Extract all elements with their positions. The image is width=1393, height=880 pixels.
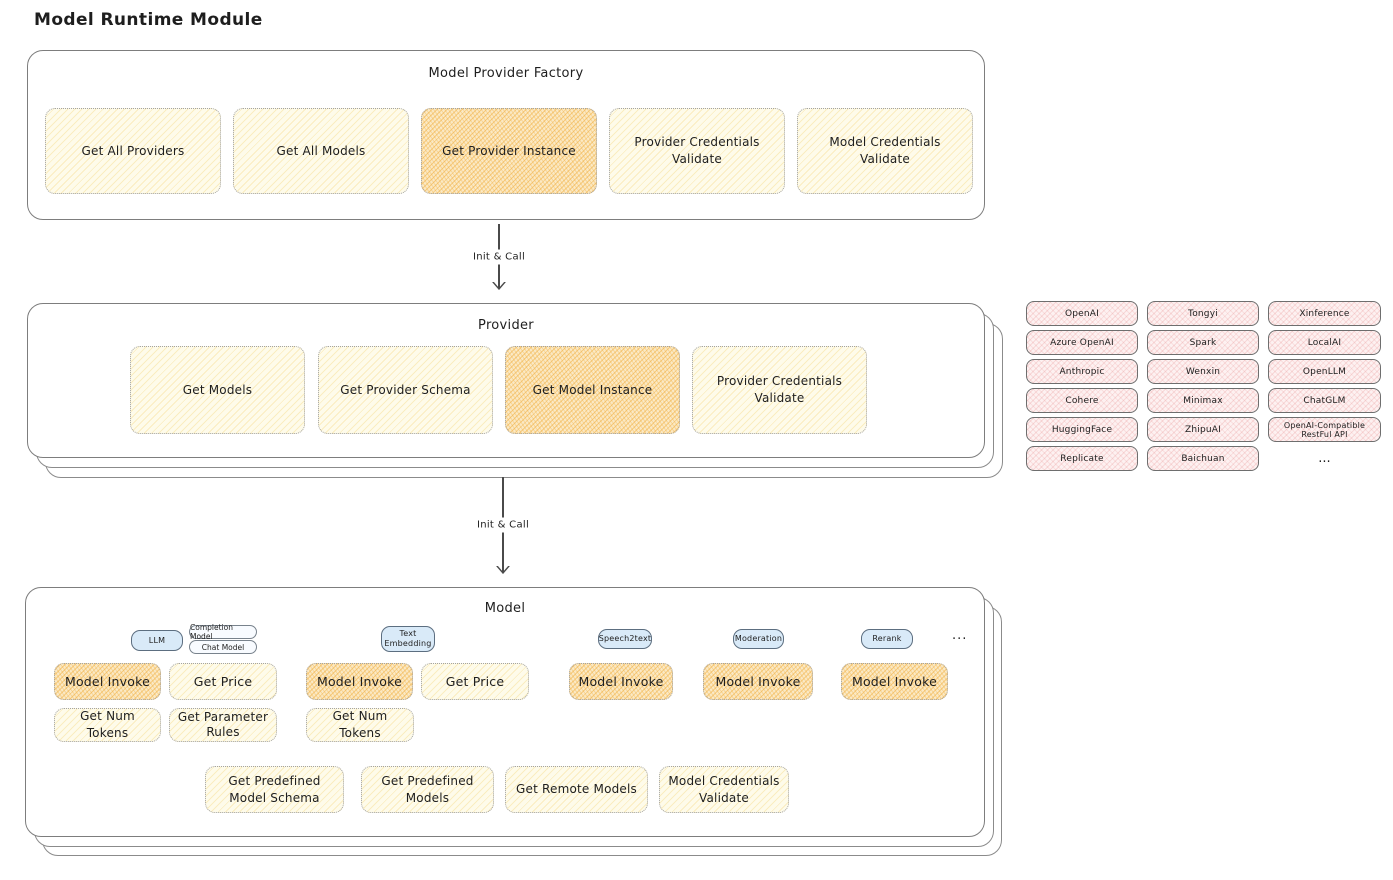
- provider-get-models: Get Models: [130, 346, 305, 434]
- factory-title: Model Provider Factory: [428, 66, 584, 81]
- provider-get-model-instance: Get Model Instance: [505, 346, 680, 434]
- get-predefined-model-schema: Get Predefined Model Schema: [205, 766, 344, 813]
- vendor-azure-openai: Azure OpenAI: [1026, 330, 1138, 355]
- vendor-zhipuai: ZhipuAI: [1147, 417, 1259, 442]
- llm-get-price: Get Price: [169, 663, 277, 700]
- vendor-cohere: Cohere: [1026, 388, 1138, 413]
- embedding-get-num-tokens: Get Num Tokens: [306, 708, 414, 742]
- arrow-provider-to-model: Init & Call: [463, 477, 543, 578]
- model-panel: Model LLM Completion Model Chat Model Te…: [25, 587, 985, 837]
- arrow-label: Init & Call: [467, 249, 531, 265]
- provider-credentials-validate: Provider Credentials Validate: [692, 346, 867, 434]
- vendor-openai-compatible-restful-api: OpenAI-Compatible RestFul API: [1268, 417, 1381, 442]
- model-stack: Model LLM Completion Model Chat Model Te…: [25, 587, 1002, 856]
- provider-stack: Provider Get Models Get Provider Schema …: [27, 303, 1003, 478]
- embedding-model-invoke: Model Invoke: [306, 663, 413, 700]
- tag-chat-model: Chat Model: [189, 640, 257, 654]
- vendor-baichuan: Baichuan: [1147, 446, 1259, 471]
- moderation-model-invoke: Model Invoke: [703, 663, 813, 700]
- llm-get-parameter-rules: Get Parameter Rules: [169, 708, 277, 742]
- factory-get-all-models: Get All Models: [233, 108, 409, 194]
- embedding-get-price: Get Price: [421, 663, 529, 700]
- model-credentials-validate: Model Credentials Validate: [659, 766, 789, 813]
- provider-panel: Provider Get Models Get Provider Schema …: [27, 303, 985, 458]
- vendor-openllm: OpenLLM: [1268, 359, 1381, 384]
- factory-model-credentials-validate: Model Credentials Validate: [797, 108, 973, 194]
- rerank-model-invoke: Model Invoke: [841, 663, 948, 700]
- arrow-factory-to-provider: Init & Call: [459, 224, 539, 294]
- tag-speech2text: Speech2text: [598, 629, 652, 649]
- vendor-openai: OpenAI: [1026, 301, 1138, 326]
- vendor-tongyi: Tongyi: [1147, 301, 1259, 326]
- model-title: Model: [484, 601, 526, 616]
- vendor-replicate: Replicate: [1026, 446, 1138, 471]
- speech2text-model-invoke: Model Invoke: [569, 663, 673, 700]
- arrow-down-icon: [492, 275, 506, 294]
- tag-llm: LLM: [131, 630, 183, 651]
- vendor-xinference: Xinference: [1268, 301, 1381, 326]
- vendor-huggingface: HuggingFace: [1026, 417, 1138, 442]
- vendor-spark: Spark: [1147, 330, 1259, 355]
- provider-title: Provider: [478, 318, 534, 333]
- vendor-localai: LocalAI: [1268, 330, 1381, 355]
- get-remote-models: Get Remote Models: [505, 766, 648, 813]
- tag-completion-model: Completion Model: [189, 623, 257, 641]
- factory-provider-credentials-validate: Provider Credentials Validate: [609, 108, 785, 194]
- factory-get-provider-instance: Get Provider Instance: [421, 108, 597, 194]
- vendor-more-ellipsis: ...: [1318, 451, 1331, 466]
- vendor-minimax: Minimax: [1147, 388, 1259, 413]
- llm-model-invoke: Model Invoke: [54, 663, 161, 700]
- arrow-label: Init & Call: [471, 517, 535, 533]
- vendor-chatglm: ChatGLM: [1268, 388, 1381, 413]
- tag-text-embedding: Text Embedding: [381, 626, 435, 652]
- page-title: Model Runtime Module: [34, 10, 263, 30]
- vendor-wenxin: Wenxin: [1147, 359, 1259, 384]
- arrow-down-icon: [496, 559, 510, 578]
- llm-get-num-tokens: Get Num Tokens: [54, 708, 161, 742]
- vendor-anthropic: Anthropic: [1026, 359, 1138, 384]
- tag-rerank: Rerank: [861, 629, 913, 649]
- provider-vendor-grid: OpenAI Tongyi Xinference Azure OpenAI Sp…: [1026, 301, 1381, 471]
- provider-get-provider-schema: Get Provider Schema: [318, 346, 493, 434]
- tags-more-ellipsis: ...: [952, 628, 968, 643]
- tag-moderation: Moderation: [733, 629, 784, 649]
- factory-get-all-providers: Get All Providers: [45, 108, 221, 194]
- model-provider-factory-panel: Model Provider Factory Get All Providers…: [27, 50, 985, 220]
- get-predefined-models: Get Predefined Models: [361, 766, 494, 813]
